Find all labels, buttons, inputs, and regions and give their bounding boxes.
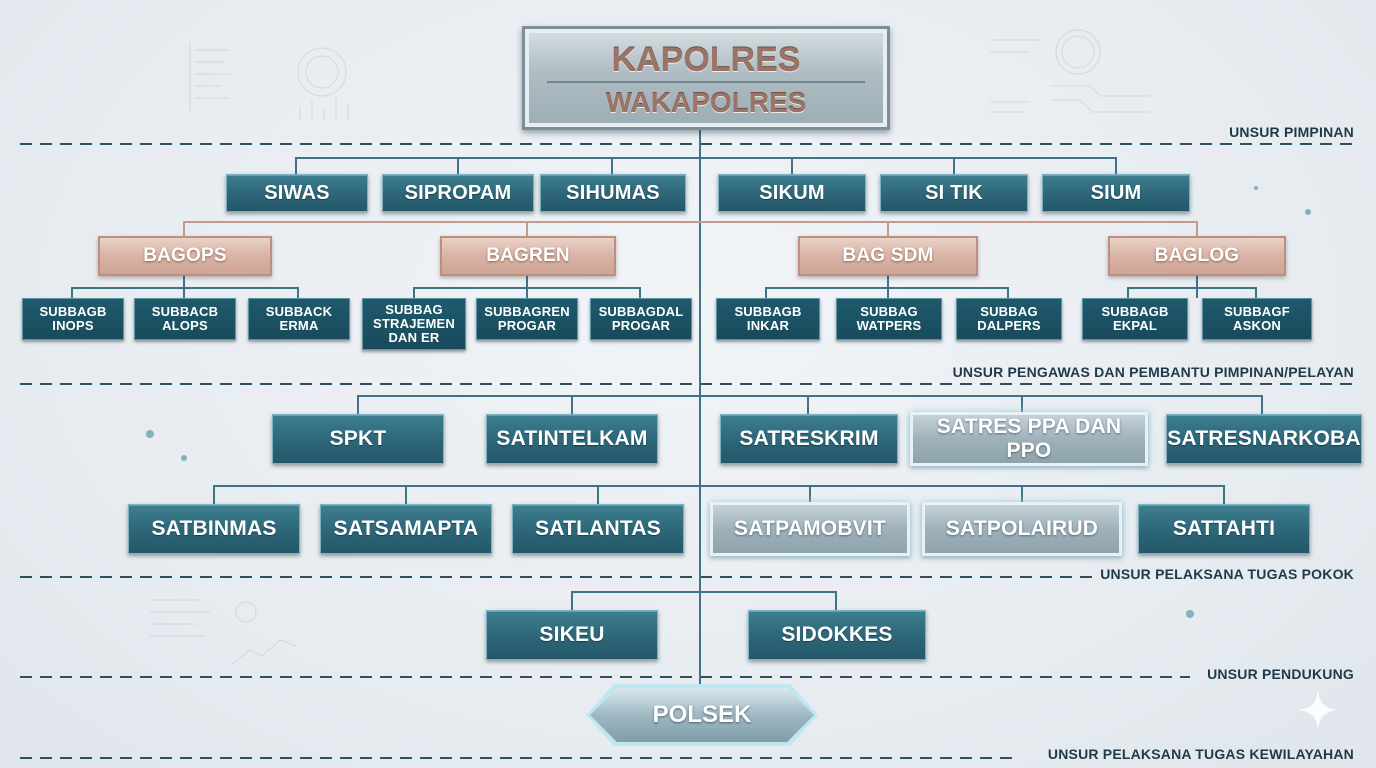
box-sipropam: SIPROPAM — [382, 174, 534, 212]
box-subbag-strajemen: SUBBAG STRAJEMEN DAN ER — [362, 298, 466, 350]
sub-line: PROGAR — [497, 318, 557, 333]
box-baglog: BAGLOG — [1108, 236, 1286, 276]
box-bagren: BAGREN — [440, 236, 616, 276]
sub-line: SUBBACK — [265, 304, 333, 319]
box-satlantas: SATLANTAS — [512, 504, 684, 554]
sub-line: SUBBAGREN — [484, 304, 570, 319]
tier-label-pendukung: UNSUR PENDUKUNG — [1207, 666, 1354, 682]
sub-line: SUBBAG — [860, 304, 918, 319]
box-subbag-askon: SUBBAGF ASKON — [1202, 298, 1312, 340]
sub-line: EKPAL — [1112, 318, 1158, 333]
box-satresnarkoba: SATRESNARKOBA — [1166, 414, 1362, 464]
tier-label-pengawas: UNSUR PENGAWAS DAN PEMBANTU PIMPINAN/PEL… — [952, 364, 1354, 380]
sub-line: INOPS — [52, 318, 94, 333]
box-siwas: SIWAS — [226, 174, 368, 212]
box-subbag-erma: SUBBACK ERMA — [248, 298, 350, 340]
box-satpamobvit: SATPAMOBVIT — [710, 502, 910, 556]
sub-line: SUBBAG — [980, 304, 1038, 319]
sub-line: ALOPS — [162, 318, 208, 333]
box-subbag-dalpers: SUBBAG DALPERS — [956, 298, 1062, 340]
sub-line: WATPERS — [856, 318, 922, 333]
box-subbag-ekpal: SUBBAGB EKPAL — [1082, 298, 1188, 340]
sub-line: INKAR — [746, 318, 790, 333]
box-spkt: SPKT — [272, 414, 444, 464]
box-bagsdm: BAG SDM — [798, 236, 978, 276]
box-satbinmas: SATBINMAS — [128, 504, 300, 554]
tier-label-pimpinan: UNSUR PIMPINAN — [1229, 124, 1354, 140]
box-sidokkes: SIDOKKES — [748, 610, 926, 660]
box-sikum: SIKUM — [718, 174, 866, 212]
box-satreskrim: SATRESKRIM — [720, 414, 898, 464]
sub-line: DAN ER — [388, 330, 440, 345]
box-satres-ppa-ppo: SATRES PPA DAN PPO — [910, 412, 1148, 466]
sub-line: SUBBAG — [385, 302, 443, 317]
box-sitik: SI TIK — [880, 174, 1028, 212]
sub-line: SUBBAGF — [1224, 304, 1290, 319]
box-subbagdal-progar: SUBBAGDAL PROGAR — [590, 298, 692, 340]
box-satpolairud: SATPOLAIRUD — [922, 502, 1122, 556]
box-subbag-watpers: SUBBAG WATPERS — [836, 298, 942, 340]
kapolres-panel: KAPOLRES WAKAPOLRES — [522, 26, 890, 130]
kapolres-title: KAPOLRES — [611, 41, 801, 79]
sub-line: ASKON — [1233, 318, 1281, 333]
box-sattahti: SATTAHTI — [1138, 504, 1310, 554]
wakapolres-subtitle: WAKAPOLRES — [605, 87, 807, 118]
panel-divider — [547, 81, 865, 83]
tier-label-kewilayahan: UNSUR PELAKSANA TUGAS KEWILAYAHAN — [1047, 746, 1354, 762]
box-polsek: POLSEK — [590, 688, 814, 742]
box-sium: SIUM — [1042, 174, 1190, 212]
sub-line: SUBBAGB — [39, 304, 107, 319]
sparkle-icon — [1298, 690, 1338, 730]
sub-line: SUBBACB — [151, 304, 219, 319]
sub-line: SUBBAGB — [1101, 304, 1169, 319]
sub-line: SUBBAGB — [734, 304, 802, 319]
sub-line: PROGAR — [611, 318, 671, 333]
sub-line: SUBBAGDAL — [598, 304, 684, 319]
box-sihumas: SIHUMAS — [540, 174, 686, 212]
box-satintelkam: SATINTELKAM — [486, 414, 658, 464]
box-subbag-inkar: SUBBAGB INKAR — [716, 298, 820, 340]
box-bagops: BAGOPS — [98, 236, 272, 276]
box-satsamapta: SATSAMAPTA — [320, 504, 492, 554]
sub-line: ERMA — [279, 318, 319, 333]
box-sikeu: SIKEU — [486, 610, 658, 660]
box-subbag-inops: SUBBAGB INOPS — [22, 298, 124, 340]
sub-line: DALPERS — [977, 318, 1041, 333]
box-subbagren-progar: SUBBAGREN PROGAR — [476, 298, 578, 340]
box-subbag-alops: SUBBACB ALOPS — [134, 298, 236, 340]
tier-label-pelaksana: UNSUR PELAKSANA TUGAS POKOK — [1100, 566, 1354, 582]
sub-line: STRAJEMEN — [373, 316, 455, 331]
